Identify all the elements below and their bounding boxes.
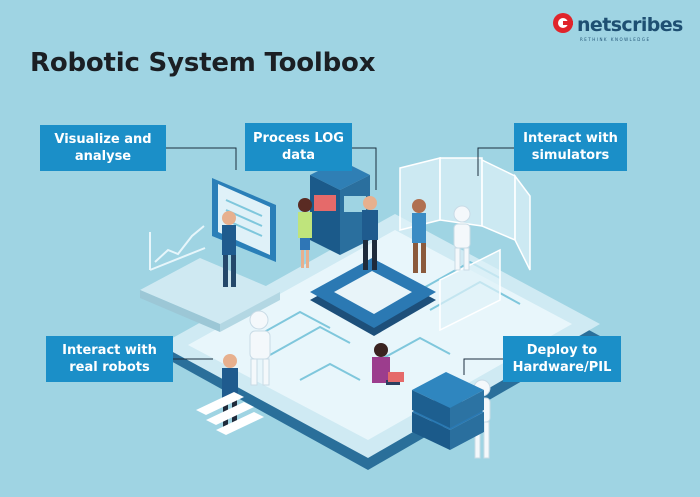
hardware-stack — [412, 372, 484, 450]
simulator-panels — [399, 157, 531, 332]
analytics-screen — [212, 178, 276, 262]
page-title: Robotic System Toolbox — [30, 48, 376, 78]
leader-lines — [166, 147, 514, 375]
person-woman-tablet — [298, 198, 312, 268]
robot-simulator — [453, 205, 471, 271]
callout-real-robots: Interact with real robots — [46, 336, 173, 382]
brand-logo: netscribes RETHINK KNOWLEDGE — [552, 12, 683, 46]
person-visualizer — [222, 211, 236, 287]
robot-handshake — [249, 310, 271, 386]
callout-deploy: Deploy to Hardware/PIL — [503, 336, 621, 382]
person-sitting-laptop — [372, 343, 404, 385]
brand-tagline: RETHINK KNOWLEDGE — [580, 37, 651, 42]
callout-simulators: Interact with simulators — [514, 123, 627, 171]
callout-process-log: Process LOG data — [245, 123, 352, 171]
person-server-operator — [362, 196, 378, 270]
steps — [196, 392, 264, 435]
visualize-platform — [140, 258, 280, 332]
brand-name: netscribes — [577, 14, 683, 36]
person-simulator-user — [412, 199, 426, 273]
callout-visualize: Visualize and analyse — [40, 125, 166, 171]
central-chip — [310, 258, 436, 336]
hologram-chart — [149, 225, 206, 271]
netscribes-logo-icon — [553, 13, 573, 33]
